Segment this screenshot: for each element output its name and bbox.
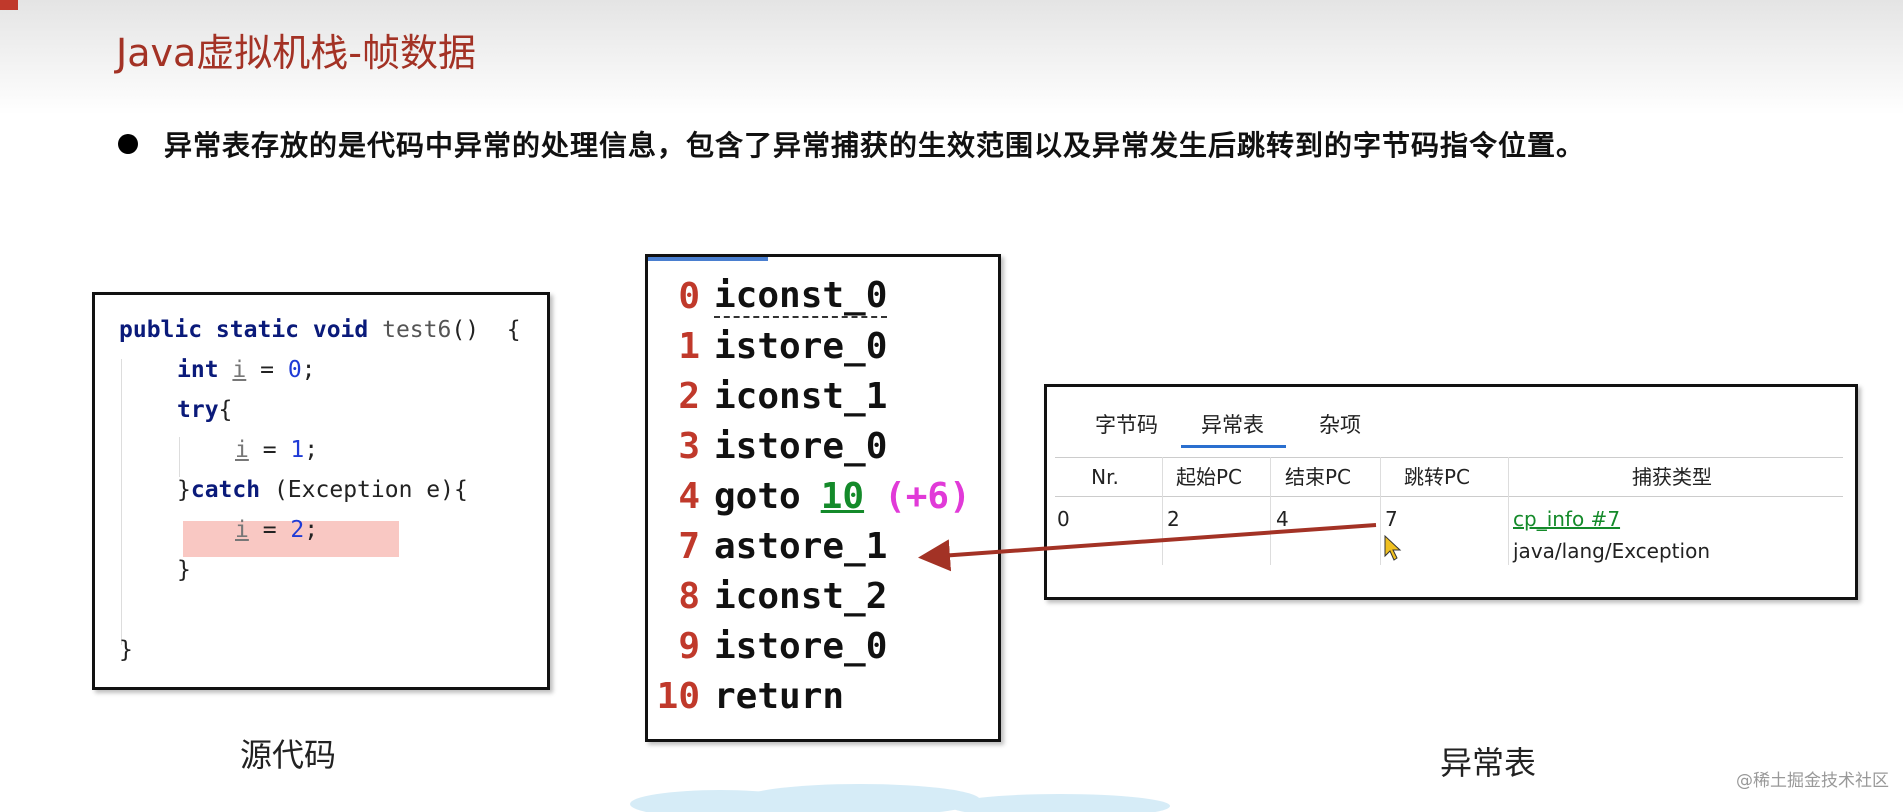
exception-table-caption: 异常表 bbox=[1440, 744, 1537, 782]
goto-target-link[interactable]: 10 bbox=[820, 475, 865, 517]
tab-bytecode[interactable]: 字节码 bbox=[1095, 413, 1158, 437]
decorative-cloud bbox=[630, 784, 1170, 812]
col-header-end-pc[interactable]: 结束PC bbox=[1284, 465, 1352, 489]
indent-guide bbox=[121, 359, 122, 645]
table-header: Nr. 起始PC 结束PC 跳转PC 捕获类型 bbox=[1055, 457, 1843, 497]
code-line-close-catch: } bbox=[177, 557, 191, 583]
catch-line-highlight bbox=[183, 521, 399, 557]
code-line-signature: public static void test6() { bbox=[119, 317, 521, 343]
source-code-panel: public static void test6() { int i = 0; … bbox=[92, 292, 550, 690]
cell-nr: 0 bbox=[1057, 507, 1070, 531]
code-line-assign-2: i = 2; bbox=[235, 517, 319, 543]
slide-title: Java虚拟机栈-帧数据 bbox=[116, 31, 476, 75]
code-line-try: try{ bbox=[177, 397, 233, 423]
tab-misc[interactable]: 杂项 bbox=[1319, 413, 1361, 437]
catch-type-link[interactable]: cp_info #7 bbox=[1513, 507, 1621, 531]
column-divider bbox=[1380, 457, 1381, 565]
col-header-start-pc[interactable]: 起始PC bbox=[1175, 465, 1243, 489]
tab-exception-table[interactable]: 异常表 bbox=[1181, 409, 1286, 448]
column-divider bbox=[1162, 457, 1163, 565]
bullet-text: 异常表存放的是代码中异常的处理信息，包含了异常捕获的生效范围以及异常发生后跳转到… bbox=[164, 129, 1586, 162]
code-line-declare: int i = 0; bbox=[177, 357, 316, 383]
cell-catch-type: java/lang/Exception bbox=[1513, 539, 1710, 563]
corner-mark bbox=[0, 0, 18, 10]
panel-accent-bar bbox=[648, 257, 768, 261]
col-header-nr[interactable]: Nr. bbox=[1091, 465, 1119, 489]
col-header-catch-type[interactable]: 捕获类型 bbox=[1632, 465, 1712, 489]
bullet-dot-icon bbox=[118, 134, 138, 154]
code-line-close-method: } bbox=[119, 637, 133, 663]
col-header-handler-pc[interactable]: 跳转PC bbox=[1403, 465, 1471, 489]
tab-bar: 字节码 异常表 杂项 bbox=[1047, 409, 1855, 448]
watermark: @稀土掘金技术社区 bbox=[1736, 771, 1889, 791]
indent-guide bbox=[179, 437, 180, 477]
exception-table-window: 字节码 异常表 杂项 Nr. 起始PC 结束PC 跳转PC 捕获类型 0 2 4… bbox=[1044, 384, 1858, 600]
column-divider bbox=[1270, 457, 1271, 565]
source-code-caption: 源代码 bbox=[240, 736, 337, 774]
bullet-point: 异常表存放的是代码中异常的处理信息，包含了异常捕获的生效范围以及异常发生后跳转到… bbox=[118, 124, 1585, 164]
code-line-catch: }catch (Exception e){ bbox=[177, 477, 468, 503]
code-line-assign-1: i = 1; bbox=[235, 437, 319, 463]
cell-handler-pc: 7 bbox=[1385, 507, 1398, 531]
cell-end-pc: 4 bbox=[1276, 507, 1289, 531]
header-band bbox=[0, 0, 1903, 115]
column-divider bbox=[1508, 457, 1509, 565]
cell-start-pc: 2 bbox=[1167, 507, 1180, 531]
